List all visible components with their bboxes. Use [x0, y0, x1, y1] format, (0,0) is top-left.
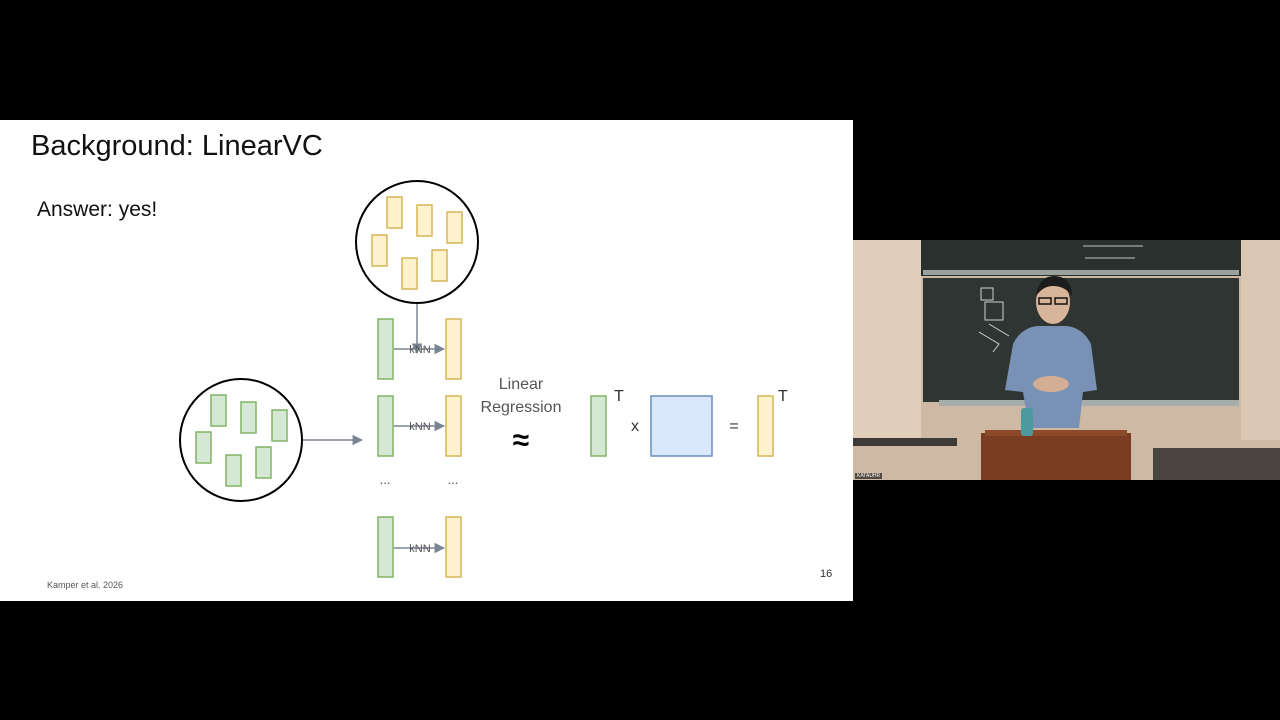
times-symbol: x: [631, 418, 639, 435]
camera-name-tag: KATAUHR: [855, 473, 883, 479]
source-frame: [377, 318, 394, 380]
knn-row: kNN: [377, 395, 462, 457]
lower-chalk-rail: [939, 400, 1239, 406]
ellipsis-source: ...: [380, 472, 391, 487]
source-frame: [377, 516, 394, 578]
knn-label: kNN: [409, 344, 430, 356]
source-feature-vector: [255, 446, 272, 479]
target-feature-vector: [386, 196, 403, 229]
source-feature-vector: [271, 409, 288, 442]
podium: [981, 433, 1131, 480]
matched-target-frame: [445, 516, 462, 578]
left-wall: [853, 240, 921, 440]
right-wall: [1241, 240, 1280, 440]
regression-label-line2: Regression: [481, 399, 562, 416]
target-feature-vector: [371, 234, 388, 267]
matched-target-frame: [445, 318, 462, 380]
slide-subtitle: Answer: yes!: [37, 198, 158, 221]
target-matrix: [757, 395, 774, 457]
speaker-camera-feed: KATAUHR: [853, 240, 1280, 480]
slide-page-number: 16: [820, 568, 833, 580]
target-feature-vector: [401, 257, 418, 290]
source-feature-pool: [179, 378, 303, 502]
projection-matrix: [650, 395, 713, 457]
linearvc-diagram: kNN kNN ... ... kNN Linear Regression ≈ …: [179, 180, 788, 578]
knn-label: kNN: [409, 543, 430, 555]
chalk-writing: [1083, 245, 1143, 259]
podium-top: [985, 430, 1127, 436]
knn-label: kNN: [409, 421, 430, 433]
slide-citation: Kamper et al. 2026: [47, 580, 124, 590]
speaker-glasses-left: [1038, 297, 1052, 305]
left-desk: [853, 438, 957, 446]
ellipsis-target: ...: [448, 472, 459, 487]
regression-label-line1: Linear: [499, 376, 544, 393]
camera-scene: [853, 240, 1280, 480]
source-feature-vector: [225, 454, 242, 487]
chalk-rail: [923, 270, 1239, 275]
slide-title: Background: LinearVC: [31, 130, 323, 162]
presentation-slide: Background: LinearVC Answer: yes!: [0, 120, 853, 601]
target-transpose-label: T: [778, 388, 788, 405]
speaker-hands: [1033, 376, 1069, 392]
chalk-drawing: [978, 287, 1010, 353]
knn-row: kNN: [377, 516, 462, 578]
speaker: [1005, 276, 1097, 428]
source-matrix: [590, 395, 607, 457]
speaker-face: [1036, 280, 1070, 324]
speaker-hair: [1036, 276, 1072, 296]
right-desk: [1153, 448, 1280, 480]
target-feature-vector: [446, 211, 463, 244]
source-feature-vector: [240, 401, 257, 434]
target-feature-pool: [355, 180, 479, 304]
speaker-glasses-right: [1054, 297, 1068, 305]
matched-target-frame: [445, 395, 462, 457]
source-transpose-label: T: [614, 388, 624, 405]
knn-row: kNN: [377, 318, 462, 380]
target-feature-vector: [416, 204, 433, 237]
equals-symbol: =: [729, 418, 738, 435]
water-bottle: [1021, 408, 1033, 436]
source-feature-vector: [210, 394, 227, 427]
approx-symbol: ≈: [513, 424, 529, 457]
source-feature-vector: [195, 431, 212, 464]
target-feature-vector: [431, 249, 448, 282]
source-frame: [377, 395, 394, 457]
